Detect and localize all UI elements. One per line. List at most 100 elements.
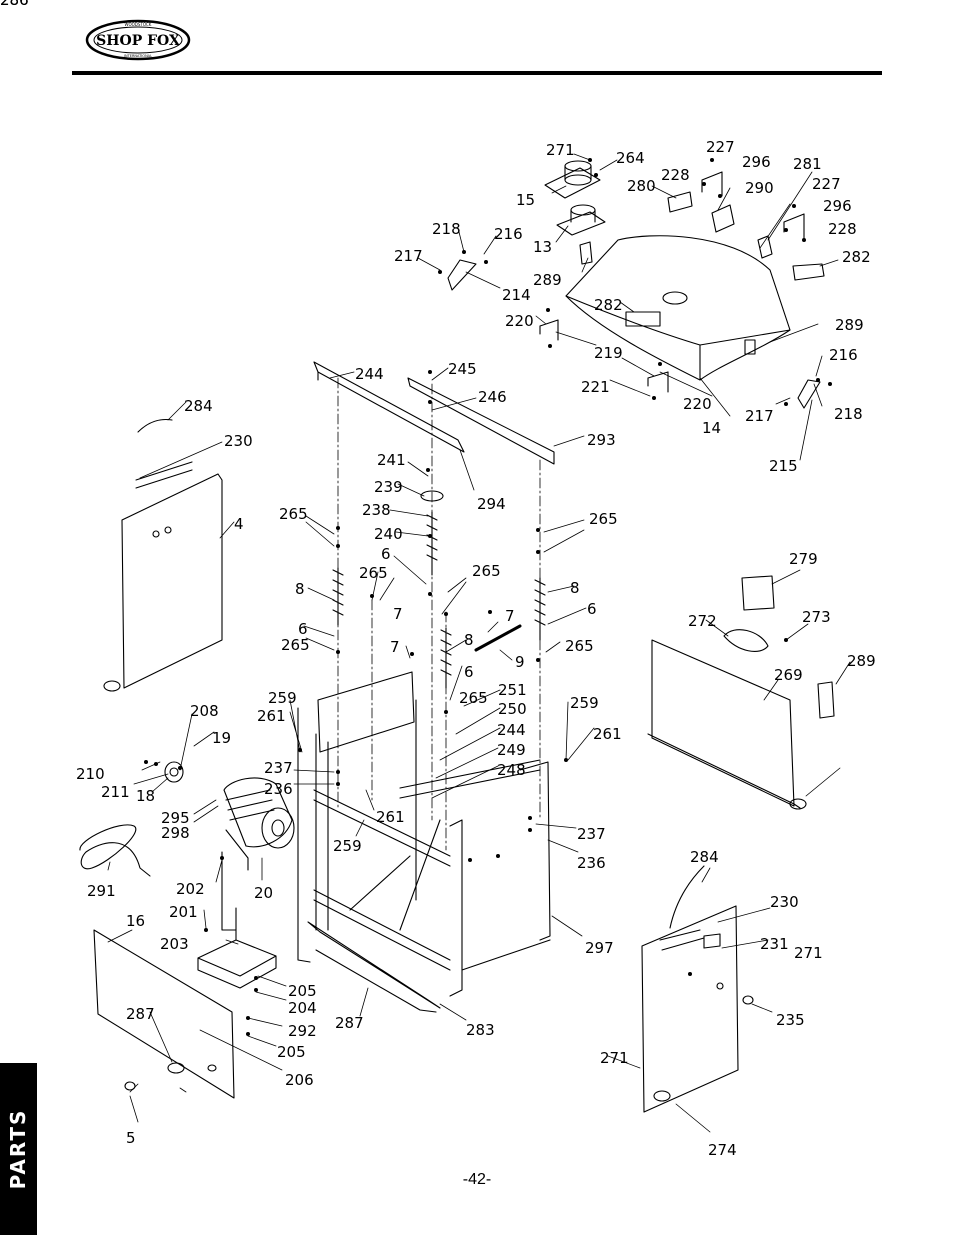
bracket-215 <box>797 379 821 409</box>
callout-282: 282 <box>842 248 871 266</box>
callout-217: 217 <box>394 247 423 265</box>
callout-284: 284 <box>184 397 213 415</box>
handle-284-right <box>669 865 705 929</box>
callout-203: 203 <box>160 935 189 953</box>
logo-ring-bottom: INTERNATIONAL <box>124 54 152 58</box>
page-number: -42- <box>462 1171 492 1188</box>
callout-284: 284 <box>690 848 719 866</box>
callout-239: 239 <box>374 478 403 496</box>
callout-295: 295 <box>161 809 190 827</box>
callout-279: 279 <box>789 550 818 568</box>
top-rail-293 <box>407 377 555 465</box>
callout-283: 283 <box>466 1021 495 1039</box>
callout-7: 7 <box>505 607 515 625</box>
callout-261: 261 <box>257 707 286 725</box>
callout-210: 210 <box>76 765 105 783</box>
strip-230-left <box>135 461 193 489</box>
parts-section-tab: PARTS <box>0 1063 37 1235</box>
foot-287-left <box>167 1062 185 1074</box>
callout-287: 287 <box>335 1014 364 1032</box>
callout-269: 269 <box>774 666 803 684</box>
bracket-231 <box>703 933 721 949</box>
diagram-drawing <box>79 153 851 1133</box>
callout-298: 298 <box>161 824 190 842</box>
callout-259: 259 <box>333 837 362 855</box>
callout-216: 216 <box>829 346 858 364</box>
callout-297: 297 <box>585 939 614 957</box>
callout-8: 8 <box>570 579 580 597</box>
callout-4: 4 <box>234 515 244 533</box>
callout-220: 220 <box>683 395 712 413</box>
panel-16 <box>93 929 235 1099</box>
callout-15: 15 <box>516 191 535 209</box>
bracket-296b <box>783 213 805 239</box>
callout-265: 265 <box>565 637 594 655</box>
shop-fox-logo: WOODSTOCK SHOP FOX INTERNATIONAL <box>85 19 191 61</box>
callout-214: 214 <box>502 286 531 304</box>
plate-272 <box>723 629 769 652</box>
callout-236: 236 <box>577 854 606 872</box>
callout-292: 292 <box>288 1022 317 1040</box>
callout-204: 204 <box>288 999 317 1017</box>
callout-206: 206 <box>285 1071 314 1089</box>
callout-217: 217 <box>745 407 774 425</box>
callout-265: 265 <box>281 636 310 654</box>
callout-281: 281 <box>793 155 822 173</box>
callout-280: 280 <box>627 177 656 195</box>
bracket-296a <box>701 171 723 197</box>
dust-port-15 <box>544 160 601 199</box>
callout-16: 16 <box>126 912 145 930</box>
callout-261: 261 <box>593 725 622 743</box>
callout-205: 205 <box>277 1043 306 1061</box>
callout-237: 237 <box>577 825 606 843</box>
callout-238: 238 <box>362 501 391 519</box>
dust-port-13 <box>556 204 606 236</box>
callout-7: 7 <box>390 638 400 656</box>
handle-284-left <box>137 418 173 433</box>
callout-296: 296 <box>823 197 852 215</box>
callout-231: 231 <box>760 935 789 953</box>
callout-272: 272 <box>688 612 717 630</box>
callout-6: 6 <box>464 663 474 681</box>
callout-215: 215 <box>769 457 798 475</box>
label-279 <box>741 575 775 611</box>
callout-291: 291 <box>87 882 116 900</box>
callout-18: 18 <box>136 787 155 805</box>
callout-286: 286 <box>0 0 29 9</box>
callout-287: 287 <box>126 1005 155 1023</box>
callout-205: 205 <box>288 982 317 1000</box>
callout-246: 246 <box>478 388 507 406</box>
callout-286: 286 <box>0 0 29 9</box>
callout-6: 6 <box>381 545 391 563</box>
callout-19: 19 <box>212 729 231 747</box>
callout-271: 271 <box>600 1049 629 1067</box>
header-rule <box>72 71 882 75</box>
callout-237: 237 <box>264 759 293 777</box>
motor-mount-203 <box>197 939 277 989</box>
callout-271: 271 <box>794 944 823 962</box>
callout-6: 6 <box>298 620 308 638</box>
callout-274: 274 <box>708 1141 737 1159</box>
callout-294: 294 <box>477 495 506 513</box>
callout-211: 211 <box>101 783 130 801</box>
motor-pulley-18 <box>164 761 184 783</box>
logo-brand-text: SHOP FOX <box>96 33 180 49</box>
callout-290: 290 <box>745 179 774 197</box>
callout-228: 228 <box>828 220 857 238</box>
callout-201: 201 <box>169 903 198 921</box>
callout-220: 220 <box>505 312 534 330</box>
callout-235: 235 <box>776 1011 805 1029</box>
callout-228: 228 <box>661 166 690 184</box>
callout-265: 265 <box>359 564 388 582</box>
callout-289: 289 <box>847 652 876 670</box>
label-plate-small <box>757 235 773 259</box>
callout-265: 265 <box>589 510 618 528</box>
callout-20: 20 <box>254 884 273 902</box>
leader-lines <box>107 153 851 1133</box>
callout-245: 245 <box>448 360 477 378</box>
panel-269 <box>647 639 801 809</box>
bushing-292 <box>742 995 754 1005</box>
callout-271: 271 <box>546 141 575 159</box>
